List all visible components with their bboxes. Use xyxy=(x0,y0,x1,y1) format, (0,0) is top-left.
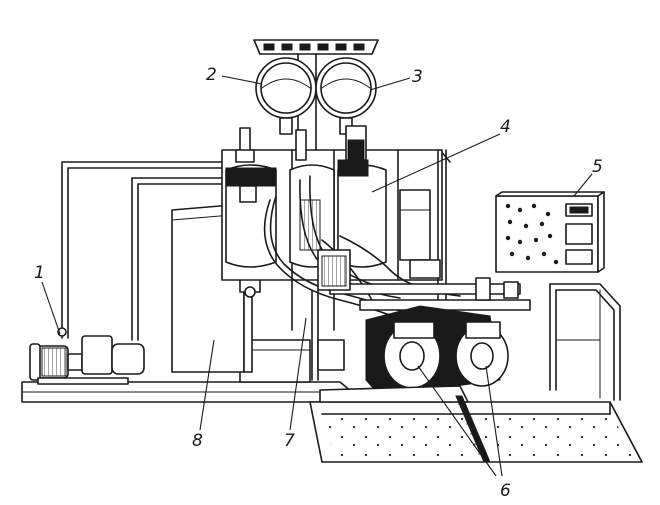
label-2: 2 xyxy=(206,65,217,85)
panel-knob xyxy=(509,251,515,257)
leader-lines xyxy=(41,75,593,477)
label-1: 1 xyxy=(34,263,45,283)
panel-knob xyxy=(531,203,537,209)
railing xyxy=(549,283,621,401)
panel-knob xyxy=(525,255,531,261)
panel-knob xyxy=(517,239,523,245)
valve-instruments xyxy=(235,125,367,203)
panel-knob xyxy=(517,207,523,213)
label-8: 8 xyxy=(192,431,203,451)
panel-knob xyxy=(547,233,553,239)
label-5: 5 xyxy=(592,157,603,177)
pressure-gauge-right xyxy=(315,57,377,135)
label-3: 3 xyxy=(412,67,423,87)
panel-knob xyxy=(505,203,511,209)
instrument-panel xyxy=(495,191,605,273)
panel-knobs xyxy=(505,203,559,265)
panel-knob xyxy=(541,251,547,257)
panel-knob xyxy=(533,237,539,243)
label-7: 7 xyxy=(284,431,295,451)
panel-knob xyxy=(545,211,551,217)
pressure-gauge-left xyxy=(255,57,317,135)
roller-drives xyxy=(365,305,509,397)
horizontal-pipe-assembly xyxy=(311,249,531,381)
electric-motor xyxy=(29,327,145,385)
label-4: 4 xyxy=(500,117,511,137)
callout-labels: 1 2 3 4 5 6 7 8 xyxy=(34,65,603,501)
panel-knob xyxy=(539,221,545,227)
label-6: 6 xyxy=(500,481,511,501)
gauge-panel xyxy=(253,39,379,151)
panel-knob xyxy=(505,235,511,241)
panel-knob xyxy=(507,219,513,225)
panel-knob xyxy=(523,223,529,229)
test-platform xyxy=(309,385,643,463)
panel-knob xyxy=(553,259,559,265)
